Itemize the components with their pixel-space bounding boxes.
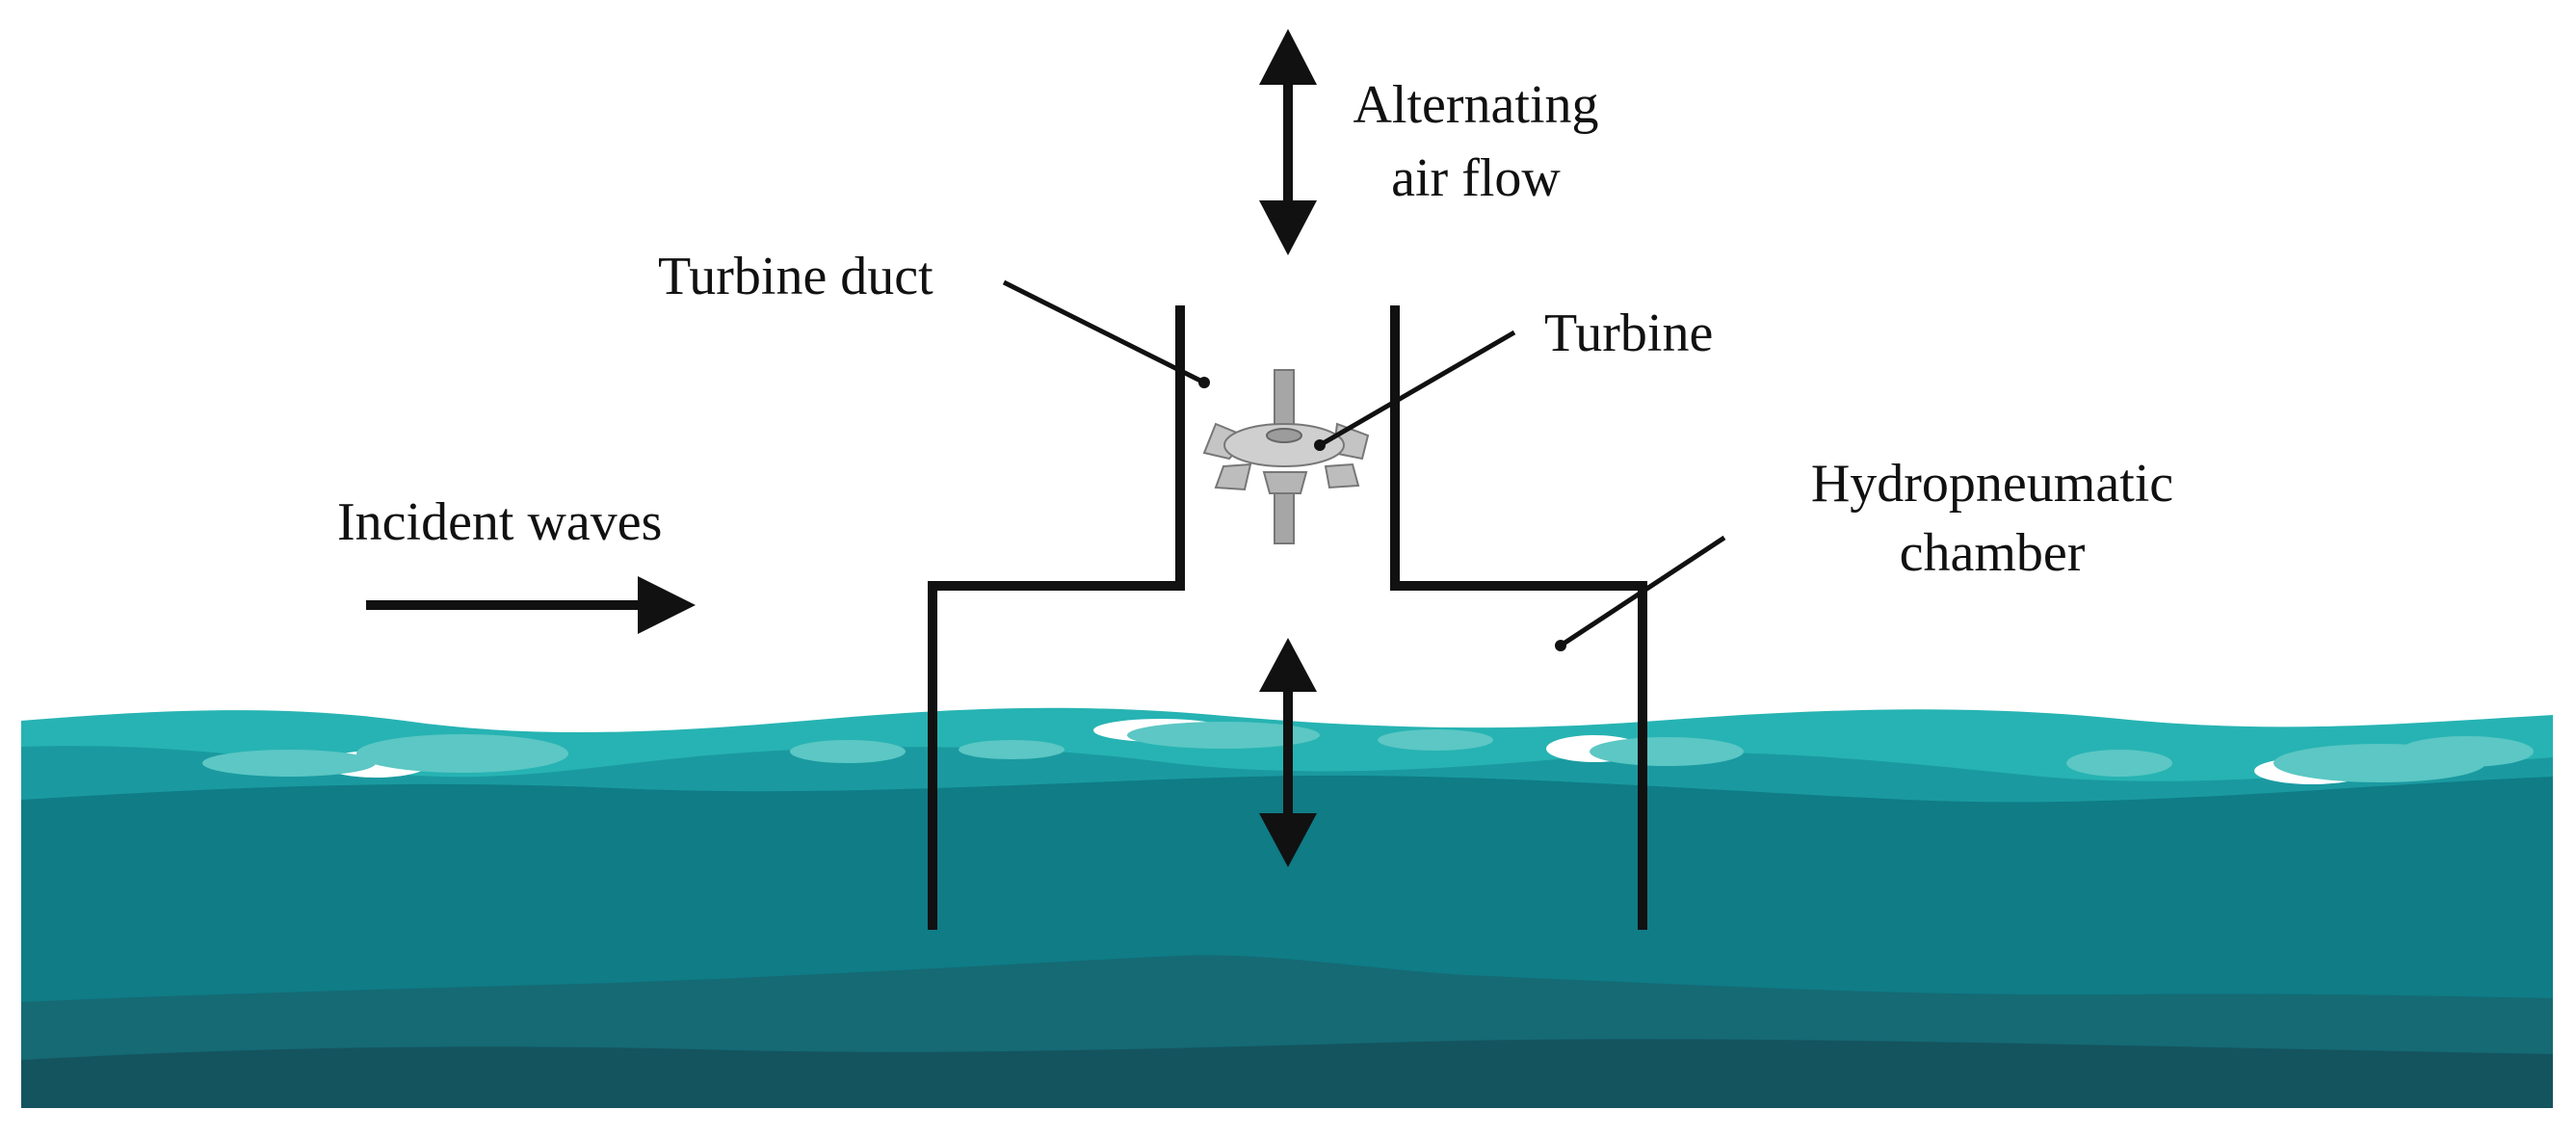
- arrow-up-head-icon: [1259, 638, 1317, 692]
- arrow-up-head-icon: [1259, 29, 1317, 85]
- chamber-left-wall: [928, 305, 1185, 930]
- turbine-leader: [1318, 330, 1516, 448]
- turbine-label: Turbine: [1544, 304, 1713, 363]
- chamber-right-wall: [1390, 305, 1647, 930]
- water-bottom: [21, 1039, 2553, 1108]
- water-column-arrow: [1259, 638, 1317, 867]
- alternating-air-flow-label-line2: air flow: [1391, 148, 1561, 208]
- turbine-duct-label: Turbine duct: [658, 247, 933, 306]
- turbine-icon: [1202, 369, 1370, 544]
- incident-waves-arrow: [366, 576, 696, 634]
- chamber-leader: [1559, 535, 1726, 648]
- hydropneumatic-chamber-label-line1: Hydropneumatic: [1811, 454, 2173, 514]
- ocean: [21, 707, 2553, 1108]
- arrow-down-head-icon: [1259, 813, 1317, 867]
- hydropneumatic-chamber-label-line2: chamber: [1900, 523, 2086, 583]
- alternating-air-flow-label-line1: Alternating: [1353, 75, 1598, 135]
- arrow-right-head-icon: [638, 576, 696, 634]
- arrow-down-head-icon: [1259, 200, 1317, 255]
- leader-lines: [1002, 279, 1726, 651]
- air-flow-arrow: [1259, 29, 1317, 255]
- owc-structure: [928, 305, 1647, 930]
- turbine-duct-leader: [1002, 279, 1206, 385]
- wave-foam: [202, 719, 2534, 784]
- incident-waves-label: Incident waves: [337, 492, 662, 552]
